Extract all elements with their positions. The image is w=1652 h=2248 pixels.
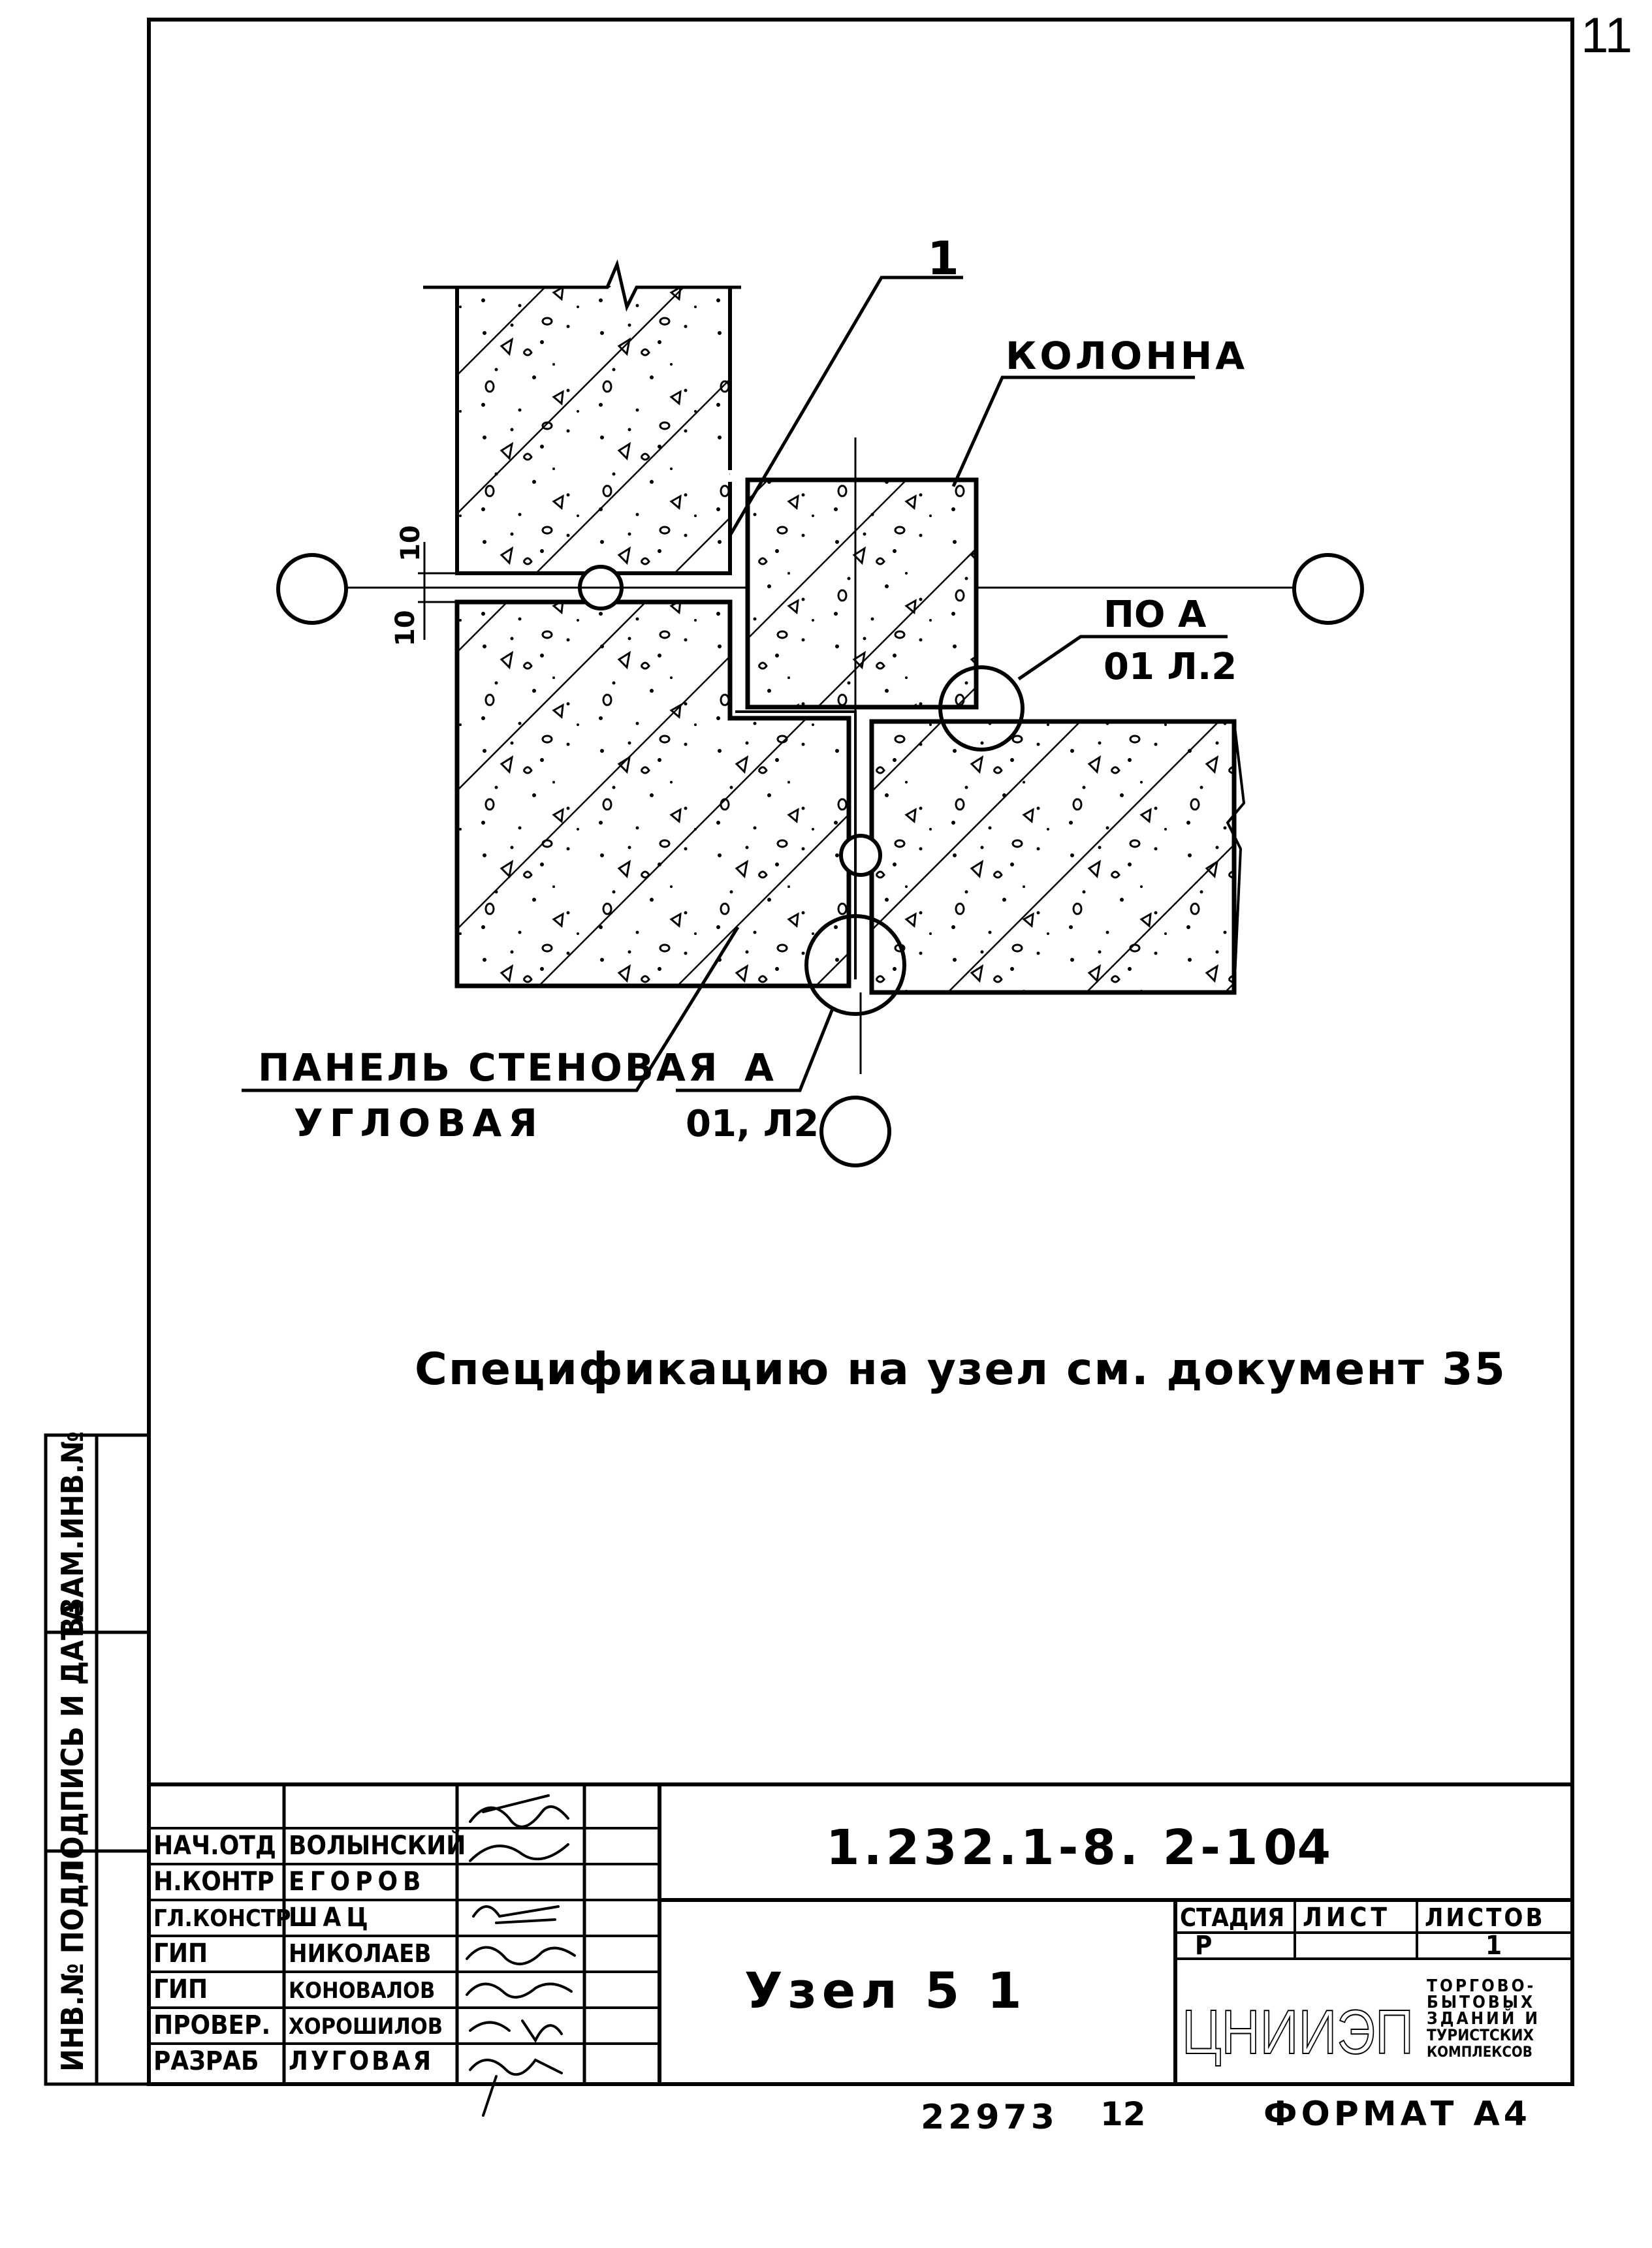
role-0: НАЧ.ОТД bbox=[153, 1831, 276, 1861]
name-3: НИКОЛАЕВ bbox=[289, 1939, 431, 1968]
column-section bbox=[745, 477, 979, 710]
doc-number: 04 bbox=[1263, 1820, 1331, 1876]
org-logo: ЦНИИЭП bbox=[1182, 1997, 1414, 2067]
org-desc-4: КОМПЛЕКСОВ bbox=[1427, 2044, 1533, 2061]
org-desc-3: ТУРИСТСКИХ bbox=[1427, 2026, 1534, 2044]
name-6: ЛУГОВАЯ bbox=[289, 2046, 434, 2076]
title-block: НАЧ.ОТД ВОЛЫНСКИЙ Н.КОНТР ЕГОРОВ ГЛ.КОНС… bbox=[149, 1782, 1572, 2117]
role-6: РАЗРАБ bbox=[153, 2046, 259, 2076]
org-desc-0: ТОРГОВО- bbox=[1427, 1976, 1536, 1996]
stage-header: СТАДИЯ bbox=[1180, 1903, 1284, 1932]
upper-wall-panel bbox=[423, 259, 741, 575]
role-3: ГИП bbox=[153, 1939, 208, 1969]
role-2: ГЛ.КОНСТР bbox=[153, 1905, 291, 1932]
archive-number: 22973 bbox=[921, 2098, 1058, 2137]
side-stamp: ВЗАМ.ИНВ.№ ПОДПИСЬ И ДАТА ИНВ.№ ПОДЛ bbox=[44, 1431, 151, 2086]
detail-circle-lower bbox=[804, 914, 906, 1016]
name-0: ВОЛЫНСКИЙ bbox=[289, 1829, 466, 1861]
node-a-sheet: 01, Л2 bbox=[686, 1103, 819, 1145]
name-1: ЕГОРОВ bbox=[289, 1867, 426, 1897]
role-5: ПРОВЕР. bbox=[153, 2010, 270, 2040]
role-1: Н.КОНТР bbox=[153, 1867, 274, 1897]
dim-10-lower: 10 bbox=[390, 610, 421, 646]
right-wall-panel bbox=[869, 719, 1246, 995]
name-5: ХОРОШИЛОВ bbox=[289, 2014, 443, 2040]
side-podpis-data: ПОДПИСЬ И ДАТА bbox=[55, 1601, 90, 1882]
page-number: 11 bbox=[1581, 8, 1632, 63]
sheet-title: Узел 5 1 bbox=[744, 1961, 1027, 2019]
panel-label-line1: ПАНЕЛЬ СТЕНОВАЯ bbox=[258, 1045, 720, 1090]
side-inv-podl: ИНВ.№ ПОДЛ bbox=[55, 1861, 90, 2072]
org-desc-1: БЫТОВЫХ bbox=[1427, 1993, 1535, 2012]
stage-value: Р bbox=[1195, 1931, 1212, 1961]
role-4: ГИП bbox=[153, 1974, 208, 2004]
side-vzam-inv: ВЗАМ.ИНВ.№ bbox=[55, 1431, 90, 1638]
axis-bubble-bottom bbox=[819, 1096, 891, 1167]
node-ref-top: ПО А bbox=[1104, 594, 1207, 636]
designation: 1.232.1-8. 2-1 bbox=[826, 1820, 1262, 1876]
sheet-header: ЛИСТ bbox=[1303, 1903, 1391, 1933]
name-4: КОНОВАЛОВ bbox=[289, 1978, 435, 2004]
axis-bubble-right bbox=[1292, 553, 1364, 625]
node-section-drawing: 1 КОЛОННА ПО А 01 Л.2 ПАНЕЛЬ СТЕНОВАЯ УГ… bbox=[242, 232, 1364, 1167]
sheets-value: 1 bbox=[1485, 1931, 1502, 1961]
specification-note: Спецификацию на узел см. документ 35 bbox=[415, 1344, 1506, 1395]
drawing-frame bbox=[147, 18, 1574, 2086]
axis-bubble-left bbox=[276, 553, 348, 625]
node-ref-top-sheet: 01 Л.2 bbox=[1104, 646, 1237, 688]
archive-sub: 12 bbox=[1100, 2095, 1146, 2133]
node-a-label: А bbox=[744, 1045, 774, 1090]
org-desc-2: ЗДАНИЙ И bbox=[1427, 2008, 1540, 2029]
sheets-header: ЛИСТОВ bbox=[1425, 1903, 1546, 1932]
signatures bbox=[466, 1794, 576, 2117]
dim-10-upper: 10 bbox=[396, 525, 426, 562]
column-label: КОЛОННА bbox=[1006, 334, 1248, 378]
panel-label-line2: УГЛОВАЯ bbox=[294, 1101, 544, 1145]
name-2: ШАЦ bbox=[289, 1903, 373, 1933]
detail-circle-upper bbox=[938, 665, 1025, 752]
leader-1-label: 1 bbox=[927, 232, 959, 285]
format-label: ФОРМАТ А4 bbox=[1263, 2095, 1531, 2134]
corner-wall-panel bbox=[454, 599, 851, 989]
